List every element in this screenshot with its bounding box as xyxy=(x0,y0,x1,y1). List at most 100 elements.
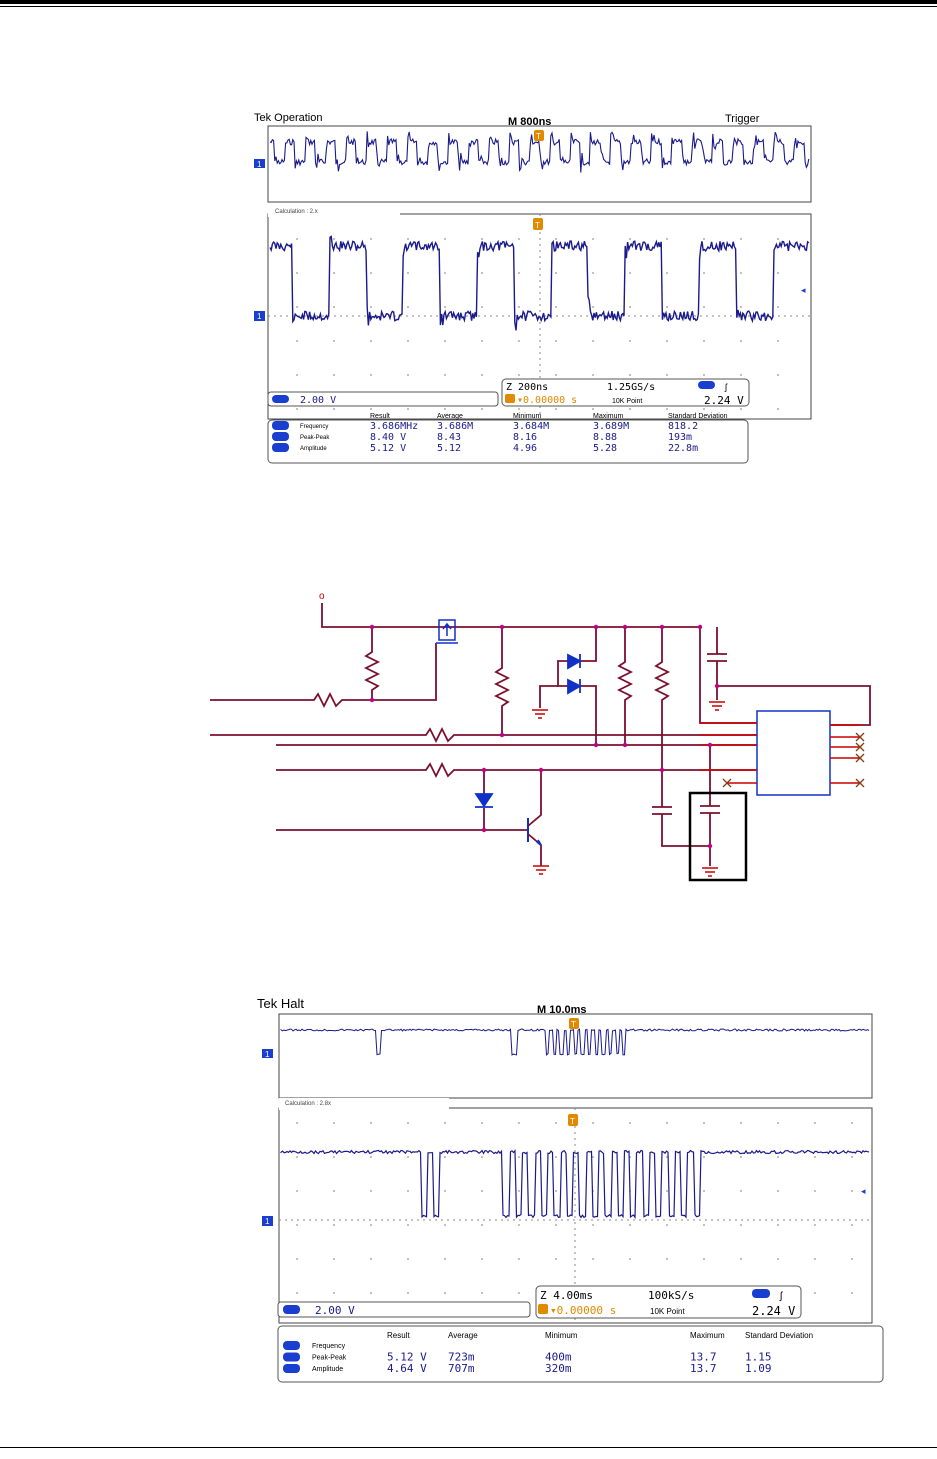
scope2-measurement-panel xyxy=(277,1325,884,1383)
scope2-level-arrow-icon: ◂ xyxy=(861,1186,866,1196)
scope1-zoom-label: Calculation : 2.x xyxy=(275,209,318,215)
scope1-main-trace xyxy=(269,235,810,331)
scope1-header-right: Trigger xyxy=(725,113,760,125)
meas-value: 5.12 xyxy=(437,443,461,454)
meas-header: Average xyxy=(437,413,463,420)
scope2-overview-ch-marker: 1 xyxy=(262,1049,273,1059)
scope-capture-1: Tek Operation M 800ns Trigger 1 T Calcul… xyxy=(254,112,812,464)
meas-value: 8.43 xyxy=(437,432,461,443)
meas-header: Minimum xyxy=(545,1331,578,1340)
meas-name: Peak-Peak xyxy=(312,1355,347,1362)
meas-name: Frequency xyxy=(300,424,328,430)
dual-diode xyxy=(539,627,597,745)
scope2-header-center: M 10.0ms xyxy=(537,1004,587,1016)
svg-text:T: T xyxy=(571,1020,576,1029)
meas-value: 1.09 xyxy=(745,1362,772,1375)
svg-text:1: 1 xyxy=(265,1050,270,1059)
scope1-timebase: Z 200ns xyxy=(506,382,548,393)
meas-header: Minimum xyxy=(513,413,542,420)
scope1-trigger-level: 2.24 V xyxy=(704,394,744,407)
meas-value: 4.64 V xyxy=(387,1362,427,1375)
feedback-line xyxy=(717,685,871,726)
resistor-r3 xyxy=(616,627,634,745)
ground-2 xyxy=(709,701,725,711)
meas-value: 1.15 xyxy=(745,1351,772,1364)
ic-chip xyxy=(756,710,831,796)
input-line-4 xyxy=(276,761,757,779)
capacitor-c3 xyxy=(700,745,720,866)
meas-name: Amplitude xyxy=(300,446,327,452)
meas-name: Peak-Peak xyxy=(300,435,330,441)
meas-value: 8.16 xyxy=(513,432,537,443)
meas-value: 818.2 xyxy=(668,421,698,432)
meas-value: 3.686MHz xyxy=(370,421,418,432)
meas-channel-icon xyxy=(283,1364,300,1373)
scope2-header-left: Tek Halt xyxy=(257,996,304,1011)
resistor-r2 xyxy=(493,627,511,735)
meas-value: 193m xyxy=(668,432,692,443)
scope1-rising-edge-icon: ʃ xyxy=(724,382,728,392)
scope2-overview-trigger-icon: T xyxy=(569,1018,579,1029)
meas-header: Maximum xyxy=(593,413,624,420)
svg-text:T: T xyxy=(570,1117,575,1126)
meas-value: 400m xyxy=(545,1351,572,1364)
meas-value: 707m xyxy=(448,1362,475,1375)
scope2-overview-trace xyxy=(280,1028,870,1056)
header-rule-thin xyxy=(0,6,937,7)
meas-header: Result xyxy=(370,413,390,420)
header-rule-thick xyxy=(0,0,937,4)
scope2-record-length: 10K Point xyxy=(650,1307,685,1316)
svg-text:T: T xyxy=(535,221,540,230)
scope1-level-arrow-icon: ◂ xyxy=(801,285,806,295)
scope1-header-center: M 800ns xyxy=(508,116,551,128)
supply-terminal: o xyxy=(319,591,325,602)
scope2-main-ch-marker: 1 xyxy=(262,1216,273,1226)
scope2-timebase-box xyxy=(535,1285,802,1319)
meas-value: 3.686M xyxy=(437,421,473,432)
scope1-ch-scale: 2.00 V xyxy=(300,395,336,406)
meas-channel-icon xyxy=(272,432,289,441)
meas-header: Standard Deviation xyxy=(745,1331,813,1340)
scope1-header-left: Tek Operation xyxy=(254,112,322,124)
input-line-2 xyxy=(210,726,757,744)
scope2-main-trace xyxy=(280,1149,870,1220)
scope1-overview-trigger-icon: T xyxy=(534,130,544,141)
scope1-timebase-box xyxy=(501,378,750,407)
meas-channel-icon xyxy=(272,443,289,452)
ground-1 xyxy=(532,709,548,719)
scope2-trigger-position: ▾0.00000 s xyxy=(550,1304,616,1317)
meas-value: 8.40 V xyxy=(370,432,406,443)
svg-text:1: 1 xyxy=(257,312,262,321)
scope-capture-2: Tek Halt M 10.0ms 1 T Calculation : 2.8x… xyxy=(257,996,884,1383)
scope2-ch-scale-box xyxy=(277,1301,531,1318)
mosfet-q1 xyxy=(436,619,458,644)
meas-name: Frequency xyxy=(312,1343,346,1350)
resistor-r4 xyxy=(653,627,671,770)
scope1-overview-ch-marker: 1 xyxy=(254,159,265,169)
footer-rule xyxy=(0,1447,937,1448)
meas-value: 22.8m xyxy=(668,443,698,454)
meas-value: 5.28 xyxy=(593,443,617,454)
scope2-ch-scale: 2.00 V xyxy=(315,1304,355,1317)
meas-header: Average xyxy=(448,1331,478,1340)
meas-value: 3.684M xyxy=(513,421,549,432)
scope2-zoom-label: Calculation : 2.8x xyxy=(285,1101,331,1107)
meas-value: 4.96 xyxy=(513,443,537,454)
highlight-box xyxy=(688,791,748,882)
meas-value: 723m xyxy=(448,1351,475,1364)
transistor-q2 xyxy=(527,770,542,866)
meas-channel-icon xyxy=(283,1352,300,1362)
meas-value: 13.7 xyxy=(690,1351,717,1364)
scope2-trigger-level: 2.24 V xyxy=(752,1304,795,1318)
scope1-ch-scale-box xyxy=(267,391,499,407)
circuit-schematic: o xyxy=(210,591,871,882)
supply-rail xyxy=(321,603,700,628)
capacitor-c2 xyxy=(652,770,710,847)
ground-3 xyxy=(533,865,549,875)
capacitor-c1 xyxy=(707,627,727,700)
scope1-main-ch-marker: 1 xyxy=(254,311,265,321)
header-rule xyxy=(0,0,937,9)
